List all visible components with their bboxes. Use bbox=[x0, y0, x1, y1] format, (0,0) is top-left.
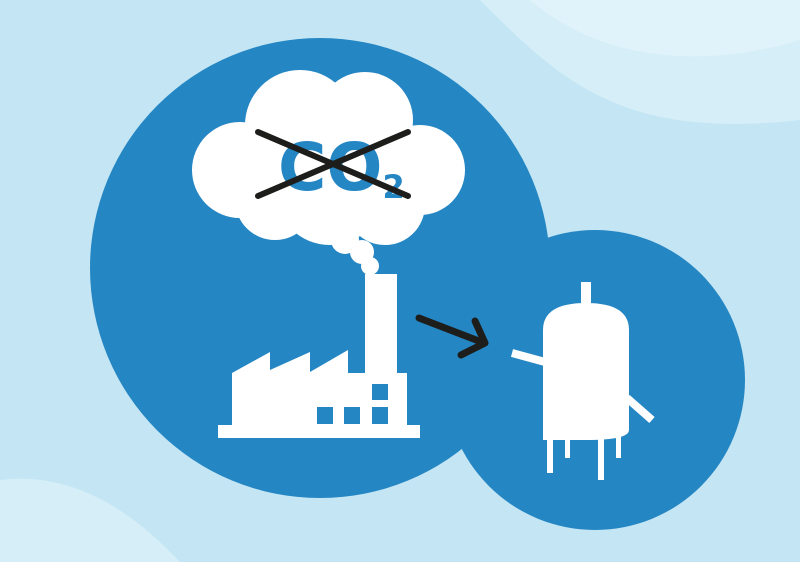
arrow-icon bbox=[415, 314, 489, 359]
cloud-icon bbox=[192, 70, 465, 275]
cross-out-icon bbox=[255, 129, 411, 199]
factory-icon bbox=[218, 274, 420, 438]
storage-tank-icon bbox=[510, 282, 655, 480]
